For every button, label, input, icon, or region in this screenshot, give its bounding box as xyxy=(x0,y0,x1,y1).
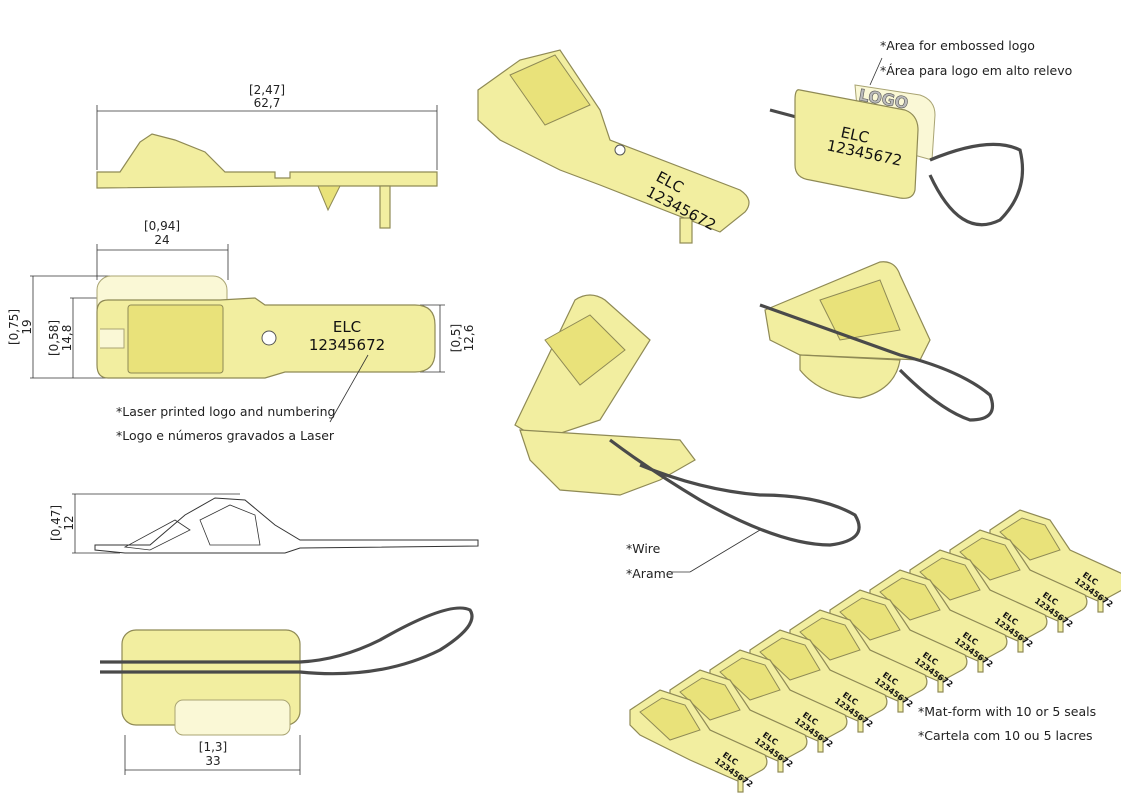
section-outline xyxy=(94,497,479,554)
mat-form: ELC 12345672 ELC 12345672 ELC 12345672 E… xyxy=(629,509,1121,793)
pin xyxy=(857,717,864,733)
dim-section-mm: 12 xyxy=(62,515,76,530)
pin xyxy=(937,677,944,693)
pin xyxy=(897,697,904,713)
barb xyxy=(317,185,341,212)
mat-seal-head xyxy=(959,537,1021,581)
pin xyxy=(1057,617,1064,633)
wire-note-pt: *Arame xyxy=(626,566,674,581)
section-hatch xyxy=(123,504,261,551)
pin xyxy=(1097,597,1104,613)
seal-base xyxy=(799,354,901,399)
hole xyxy=(261,330,277,346)
seal-iso-head xyxy=(509,54,591,126)
section-view: [0,47] 12 xyxy=(49,493,479,554)
side-view: [2,47] 62,7 xyxy=(96,83,438,229)
wire-slot xyxy=(100,328,125,349)
dim-length-mm: 62,7 xyxy=(254,96,281,110)
mat-seal-head xyxy=(919,557,981,601)
mat-seal-head xyxy=(799,617,861,661)
dim-height-mm: 19 xyxy=(20,319,34,334)
mat-seal-head xyxy=(639,697,701,741)
pin xyxy=(679,217,693,244)
wire-note-en: *Wire xyxy=(626,541,661,556)
dim-width-in: [0,94] xyxy=(144,219,180,233)
pin xyxy=(817,737,824,753)
bottom-view: [1,3] 33 xyxy=(100,606,474,775)
logo-plate xyxy=(174,699,291,736)
mat-seal-head xyxy=(719,657,781,701)
dim-tail-mm: 12,6 xyxy=(462,325,476,352)
leader-line xyxy=(329,354,369,423)
laser-note-pt: *Logo e números gravados a Laser xyxy=(116,428,335,443)
mat-seal-head xyxy=(999,517,1061,561)
wire-loop xyxy=(100,606,474,676)
wire-loop xyxy=(759,303,995,422)
dim-bottom-in: [1,3] xyxy=(199,740,227,754)
mat-seal: ELC 12345672 xyxy=(989,509,1121,613)
lid-teeth xyxy=(819,279,901,341)
dim-inner-mm: 14,8 xyxy=(60,325,74,352)
dim-height-in: [0,75] xyxy=(7,309,21,345)
dim-length-in: [2,47] xyxy=(249,83,285,97)
iso-inserted-seal xyxy=(759,261,995,422)
head-window xyxy=(127,304,224,374)
iso-closed-seal: LOGO ELC 12345672 *Area for embossed log… xyxy=(769,38,1072,227)
mat-seal: ELC 12345672 xyxy=(749,629,888,733)
mat-seal: ELC 12345672 xyxy=(789,609,928,713)
iso-open-seal: ELC 12345672 xyxy=(477,49,750,244)
iso-hinged-seal: *Wire *Arame xyxy=(514,294,861,581)
dim-inner-in: [0,58] xyxy=(47,320,61,356)
mat-note-pt: *Cartela com 10 ou 5 lacres xyxy=(918,728,1093,743)
dim-section-in: [0,47] xyxy=(49,505,63,541)
dim-width-mm: 24 xyxy=(154,233,169,247)
dim-tail-in: [0,5] xyxy=(449,324,463,352)
pin xyxy=(737,777,744,793)
wire-loop xyxy=(609,438,861,547)
lid-teeth xyxy=(544,314,626,386)
top-view: [0,94] 24 [0,75] 19 [0,58] 14,8 [0,5] 12… xyxy=(7,219,476,443)
seal-base xyxy=(519,429,696,496)
embossed-note-pt: *Área para logo em alto relevo xyxy=(880,63,1072,78)
pin xyxy=(777,757,784,773)
mat-seal: ELC 12345672 xyxy=(709,649,848,753)
marking-line1: ELC xyxy=(333,318,361,336)
pin xyxy=(977,657,984,673)
embossed-note-en: *Area for embossed logo xyxy=(880,38,1035,53)
mat-note-en: *Mat-form with 10 or 5 seals xyxy=(918,704,1096,719)
leader-line xyxy=(689,529,761,573)
hole xyxy=(614,144,626,156)
mat-seal-head xyxy=(839,597,901,641)
leader-line xyxy=(869,57,883,86)
mat-seal-head xyxy=(879,577,941,621)
mat-seal-head xyxy=(759,637,821,681)
iso-closed-marking-line1: ELC xyxy=(839,123,870,146)
seal-iso-closed-body xyxy=(794,89,919,199)
seal-side-profile xyxy=(96,133,438,189)
pin xyxy=(1017,637,1024,653)
marking-line2: 12345672 xyxy=(309,336,385,354)
mat-seal-head xyxy=(679,677,741,721)
pin xyxy=(379,185,391,229)
dim-bottom-mm: 33 xyxy=(205,754,220,768)
laser-note-en: *Laser printed logo and numbering xyxy=(116,404,335,419)
